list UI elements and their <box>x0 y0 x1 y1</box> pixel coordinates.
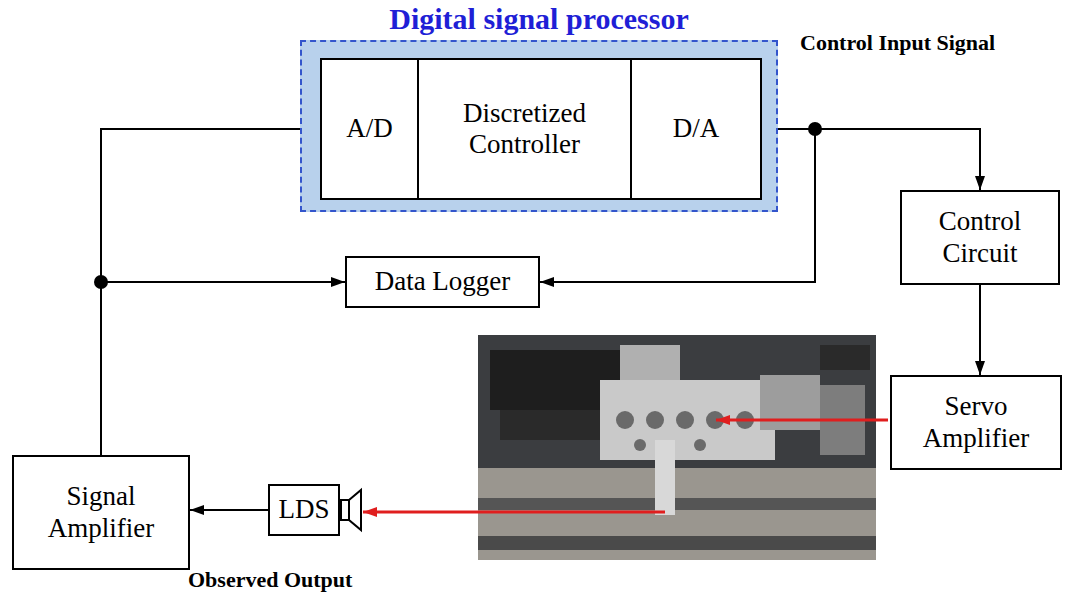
converter-cell: D/A <box>630 58 762 200</box>
signal-connector <box>979 285 981 375</box>
signal-connector <box>190 509 268 511</box>
box-label: A/D <box>346 113 393 144</box>
measurement-arrow <box>363 511 665 514</box>
sensor-box: LDS <box>268 484 340 535</box>
signal-label: Observed Output <box>188 567 352 593</box>
box-label: Discretized Controller <box>440 98 610 160</box>
process-box: Control Circuit <box>900 190 1060 285</box>
junction-dot <box>808 122 822 136</box>
box-label: D/A <box>673 113 720 144</box>
controller-cell: Discretized Controller <box>417 58 632 200</box>
processor-title: Digital signal processor <box>262 2 816 35</box>
process-box: Servo Amplifier <box>890 375 1062 470</box>
box-label: Data Logger <box>375 266 511 297</box>
process-box: Signal Amplifier <box>12 455 190 570</box>
lds-sensor-symbol <box>341 490 361 530</box>
stage-photo <box>478 335 876 560</box>
process-box: Data Logger <box>345 256 540 307</box>
box-label: LDS <box>278 494 329 525</box>
signal-label: Control Input Signal <box>800 30 995 56</box>
signal-connector <box>762 129 980 190</box>
converter-cell: A/D <box>320 58 419 200</box>
box-label: Signal Amplifier <box>31 481 171 543</box>
signal-connector <box>101 282 345 455</box>
junction-dot <box>94 275 108 289</box>
box-label: Servo Amplifier <box>911 391 1041 453</box>
box-label: Control Circuit <box>915 206 1045 268</box>
actuation-arrow <box>716 419 888 422</box>
signal-connector <box>101 129 320 455</box>
processor-band: A/DDiscretized ControllerD/ADigital sign… <box>300 40 778 212</box>
